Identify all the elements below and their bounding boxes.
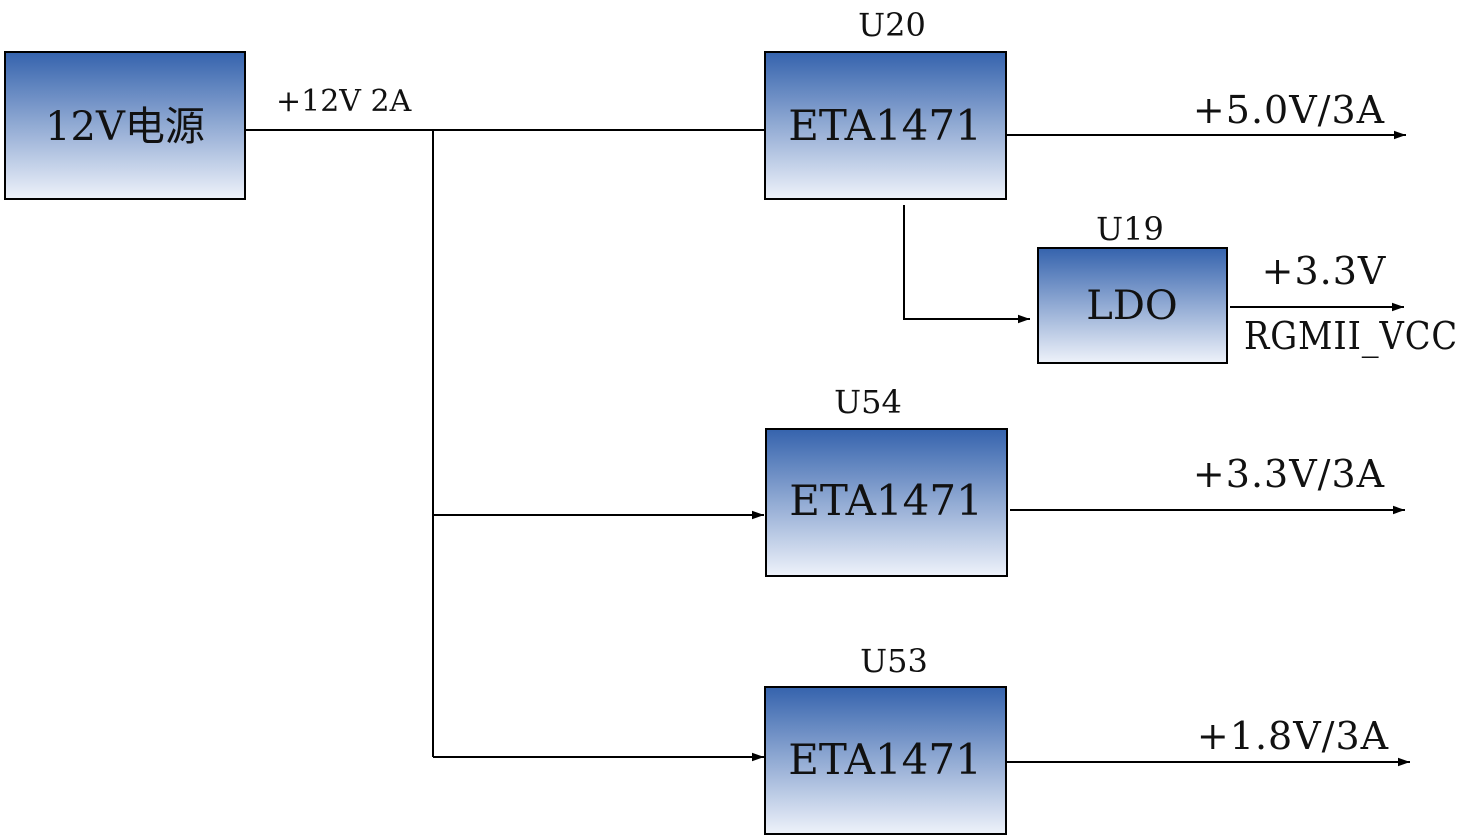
block-box bbox=[764, 686, 1007, 835]
block-ref-label: U19 bbox=[1096, 210, 1164, 248]
block-ref-label: U20 bbox=[858, 6, 926, 44]
output-sublabel: RGMII_VCC bbox=[1244, 314, 1458, 359]
block-label: ETA1471 bbox=[788, 101, 982, 150]
block-box bbox=[765, 428, 1008, 577]
block-label: LDO bbox=[1086, 283, 1177, 329]
source-box bbox=[4, 51, 246, 200]
output-label: +1.8V/3A bbox=[1197, 714, 1389, 758]
output-label: +3.3V/3A bbox=[1193, 452, 1385, 496]
block-label: ETA1471 bbox=[788, 735, 982, 784]
block-u19: U19 LDO +3.3V RGMII_VCC bbox=[1037, 210, 1458, 364]
block-label: ETA1471 bbox=[789, 476, 983, 525]
block-box bbox=[1037, 247, 1228, 364]
block-u54: U54 ETA1471 +3.3V/3A bbox=[765, 383, 1385, 577]
block-ref-label: U54 bbox=[834, 383, 902, 421]
output-label: +5.0V/3A bbox=[1193, 88, 1385, 132]
block-u20: U20 ETA1471 +5.0V/3A bbox=[764, 6, 1385, 200]
wires bbox=[246, 129, 1410, 767]
block-box bbox=[764, 51, 1007, 200]
output-label: +3.3V bbox=[1262, 249, 1387, 293]
block-u53: U53 ETA1471 +1.8V/3A bbox=[764, 642, 1389, 835]
source-block: 12V电源 bbox=[4, 51, 246, 200]
block-ref-label: U53 bbox=[860, 642, 928, 680]
source-label: 12V电源 bbox=[45, 104, 205, 150]
bus-label: +12V 2A bbox=[276, 84, 412, 119]
wire-u20-to-u19 bbox=[903, 205, 1030, 324]
